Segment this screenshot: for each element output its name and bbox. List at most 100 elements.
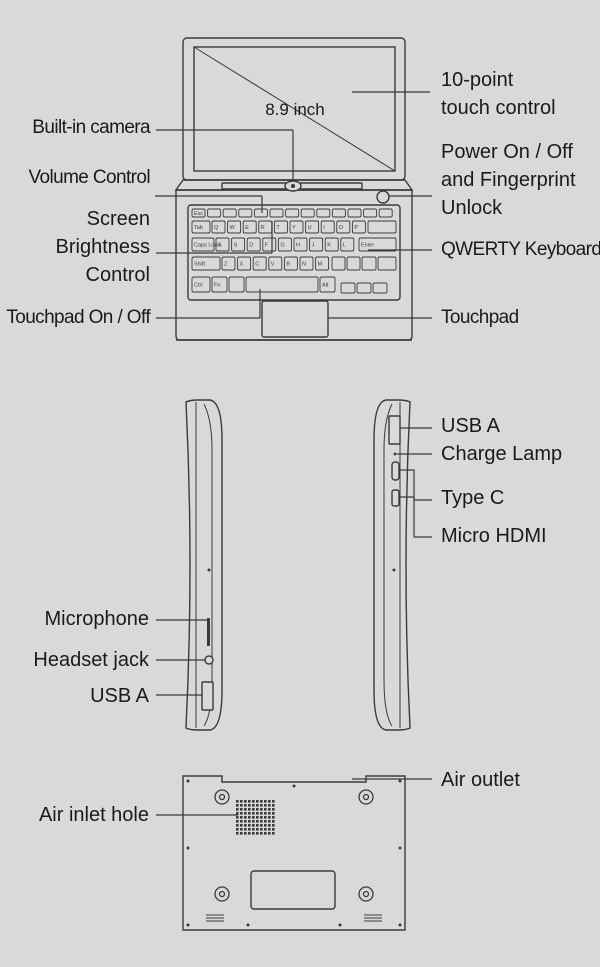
letter-key-i bbox=[320, 220, 335, 234]
letter-key-z-label: Z bbox=[224, 262, 228, 268]
letter-key-z bbox=[221, 256, 236, 271]
letter-key-l bbox=[340, 237, 355, 252]
letter-key-w bbox=[227, 220, 242, 234]
microphone-label: Microphone bbox=[44, 608, 149, 630]
foot-br bbox=[358, 886, 374, 902]
vent-hole bbox=[268, 816, 271, 819]
letter-key-p bbox=[351, 220, 366, 234]
letter-key-m bbox=[315, 256, 330, 271]
letter-key-r-label: R bbox=[261, 225, 265, 231]
letter-key-e bbox=[242, 220, 257, 234]
vent-hole bbox=[236, 832, 239, 835]
letter-key-t-label: T bbox=[276, 225, 280, 231]
touchpad-area bbox=[261, 300, 329, 338]
vent-hole bbox=[264, 800, 267, 803]
down-arrow-key bbox=[356, 282, 372, 294]
up-key bbox=[361, 256, 377, 271]
fn-key bbox=[253, 208, 268, 218]
left-side-body bbox=[185, 399, 223, 731]
type-c-port bbox=[391, 461, 400, 481]
slash-key bbox=[377, 256, 397, 271]
letter-key-s-label: S bbox=[234, 243, 238, 249]
left-side-dot bbox=[207, 568, 211, 572]
alt-key bbox=[319, 276, 336, 293]
vent-hole bbox=[240, 820, 243, 823]
vent-hole bbox=[248, 824, 251, 827]
letter-key-g bbox=[277, 237, 292, 252]
fn-mod-key-label: Fn bbox=[214, 283, 220, 289]
letter-key-l-label: L bbox=[343, 243, 346, 249]
period-key bbox=[346, 256, 361, 271]
vent-hole bbox=[268, 804, 271, 807]
fn-key bbox=[191, 208, 206, 218]
ctrl-key-label: Ctrl bbox=[194, 283, 203, 289]
fn-key bbox=[269, 208, 284, 218]
vent-hole bbox=[268, 808, 271, 811]
power-line-2: and Fingerprint bbox=[441, 169, 576, 191]
letter-key-o-label: O bbox=[339, 225, 344, 231]
letter-key-n-label: N bbox=[302, 262, 306, 268]
vent-hole bbox=[240, 816, 243, 819]
letter-key-j bbox=[309, 237, 324, 252]
caps-key bbox=[191, 237, 215, 252]
air-inlet-label: Air inlet hole bbox=[38, 804, 149, 826]
vent-hole bbox=[272, 800, 275, 803]
vent-hole bbox=[272, 804, 275, 807]
vent-hole bbox=[272, 828, 275, 831]
brightness-line-3: Control bbox=[85, 264, 150, 286]
vent-hole bbox=[236, 820, 239, 823]
fn-key bbox=[300, 208, 315, 218]
letter-key-x-label: X bbox=[240, 262, 244, 268]
letter-key-w-label: W bbox=[230, 225, 236, 231]
vent-hole bbox=[268, 800, 271, 803]
vent-hole bbox=[256, 808, 259, 811]
vent-hole bbox=[260, 808, 263, 811]
vent-hole bbox=[260, 828, 263, 831]
vent-hole bbox=[252, 824, 255, 827]
letter-key-u bbox=[305, 220, 320, 234]
fn-key bbox=[222, 208, 237, 218]
vent-hole bbox=[256, 816, 259, 819]
vent-hole bbox=[252, 832, 255, 835]
bottom-leader-lines bbox=[156, 778, 432, 816]
vent-hole bbox=[244, 808, 247, 811]
letter-key-q bbox=[211, 220, 226, 234]
charge-lamp-label: Charge Lamp bbox=[441, 443, 563, 465]
vent-hole bbox=[240, 832, 243, 835]
letter-key-d-label: D bbox=[249, 243, 253, 249]
caps-key-label: Caps Lock bbox=[194, 243, 220, 249]
windows-key bbox=[228, 276, 245, 293]
vent-hole bbox=[236, 824, 239, 827]
vent-hole bbox=[248, 800, 251, 803]
leader-micro-hdmi bbox=[399, 496, 432, 538]
vent-hole bbox=[244, 800, 247, 803]
fn-key-label: Esc bbox=[194, 211, 203, 217]
vent-hole bbox=[236, 808, 239, 811]
vent-hole bbox=[252, 800, 255, 803]
bottom-feet bbox=[214, 789, 374, 902]
vent-hole bbox=[236, 828, 239, 831]
vent-hole bbox=[260, 820, 263, 823]
fn-mod-key bbox=[211, 276, 228, 293]
vent-hole bbox=[260, 812, 263, 815]
vent-hole bbox=[244, 812, 247, 815]
touchpad-toggle-label: Touchpad On / Off bbox=[6, 307, 150, 328]
left-side-view bbox=[185, 399, 223, 731]
touch-line-2: touch control bbox=[441, 97, 556, 119]
fn-key bbox=[316, 208, 331, 218]
vent-hole bbox=[248, 820, 251, 823]
vent-hole bbox=[252, 812, 255, 815]
micro-hdmi-port bbox=[391, 489, 400, 507]
letter-key-d bbox=[246, 237, 261, 252]
vent-hole bbox=[240, 828, 243, 831]
vent-hole bbox=[272, 812, 275, 815]
vent-hole bbox=[268, 832, 271, 835]
vent-hole bbox=[252, 804, 255, 807]
left-leader-lines bbox=[156, 619, 208, 696]
headset-jack-port bbox=[204, 655, 214, 665]
vent-hole bbox=[268, 820, 271, 823]
touch-line-1: 10-point bbox=[441, 69, 514, 91]
bottom-screws bbox=[186, 779, 402, 927]
vent-hole bbox=[236, 804, 239, 807]
